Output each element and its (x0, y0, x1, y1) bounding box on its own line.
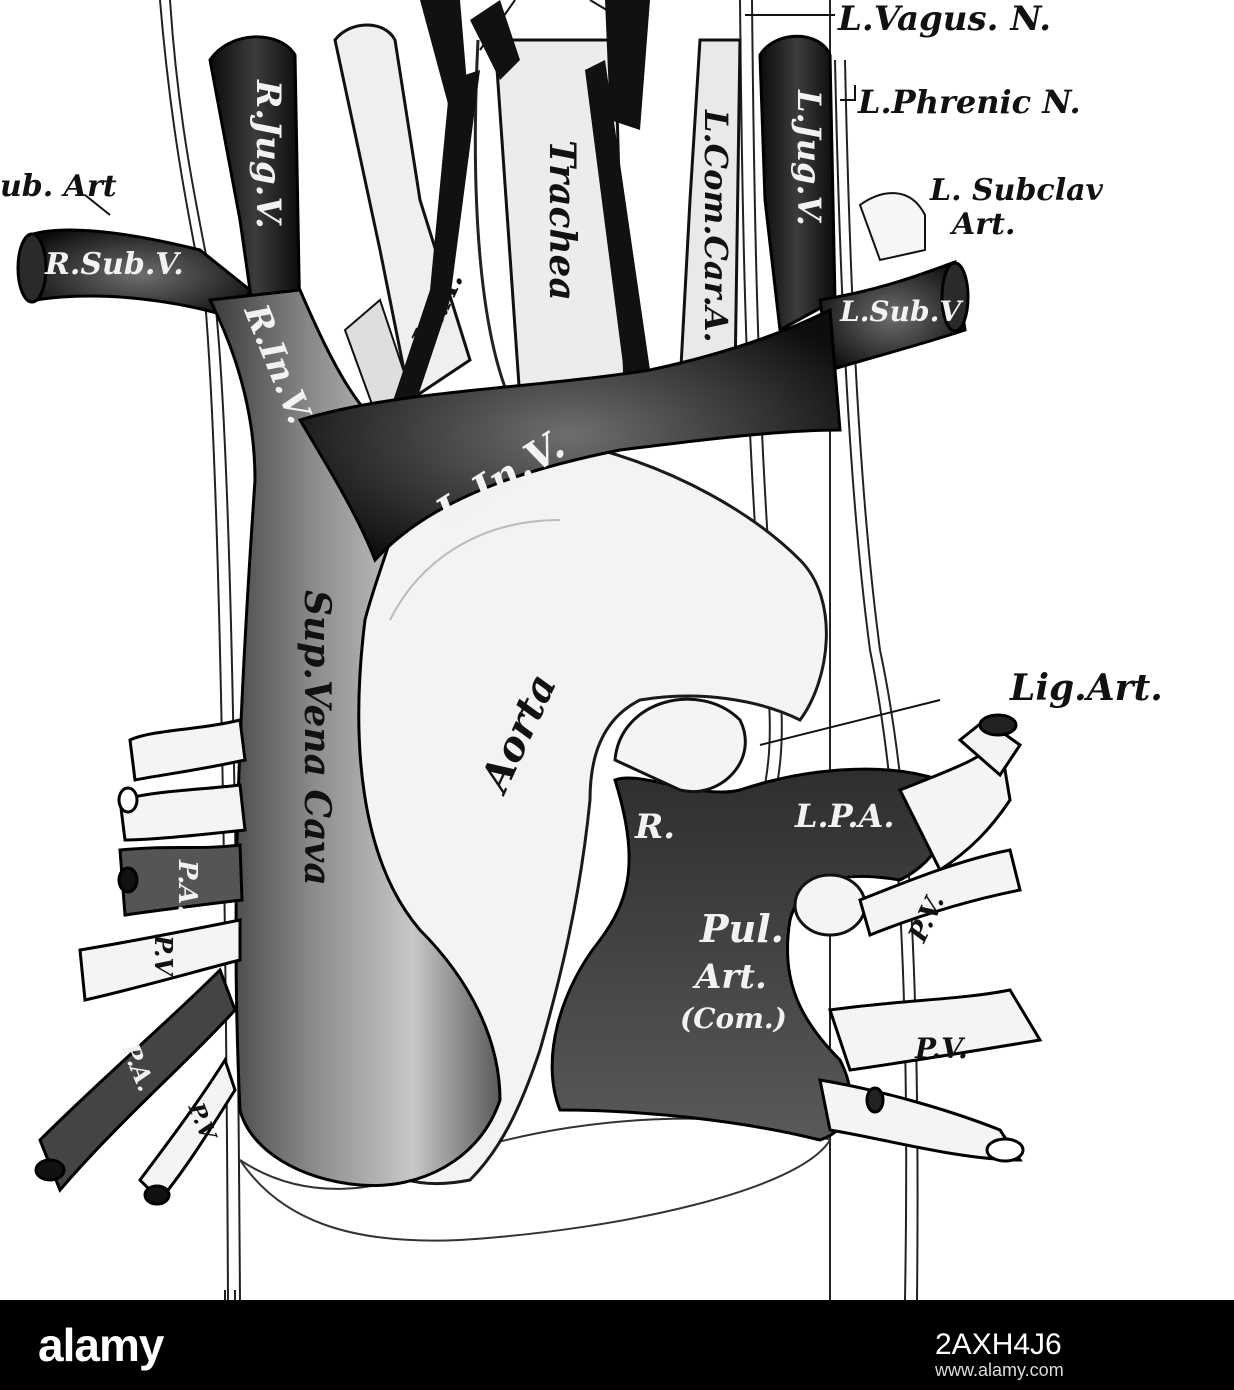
left-subclavian-vein (818, 259, 970, 372)
label-left-subclavian-artery-line-2: Art. (952, 207, 1016, 242)
label-pulmonary-vein-right-upper: P.V (149, 935, 178, 977)
label-ligamentum-arteriosum: Lig.Art. (1010, 667, 1163, 709)
label-superior-vena-cava: Sup.Vena Cava (296, 590, 338, 886)
label-trachea: Trachea (541, 140, 583, 301)
label-left-pulmonary-artery: L.P.A. (795, 797, 895, 835)
label-pulmonary-artery-common-2: Art. (695, 957, 767, 997)
diagram-drawing (16, 0, 1043, 1300)
right-pulmonary-vessels (34, 718, 247, 1206)
label-left-jugular-vein: L.Jug.V. (790, 90, 828, 226)
neck-vessels (390, 0, 650, 420)
watermark-image-id: 2AXH4J6 (935, 1328, 1062, 1361)
label-right-pulmonary-artery: R. (635, 807, 676, 847)
pulmonary-artery (550, 697, 950, 1142)
left-innominate-vein (297, 307, 842, 563)
label-left-common-carotid: L.Com.Car.A. (697, 110, 735, 343)
watermark-banner: alamy 2AXH4J6 www.alamy.com (0, 1300, 1234, 1390)
label-left-phrenic-nerve: L.Phrenic N. (858, 83, 1081, 121)
anatomical-diagram: L.Vagus. N. L.Phrenic N. ub. Art L. Subc… (0, 0, 1163, 1300)
label-pulmonary-artery-common-1: Pul. (700, 906, 784, 951)
label-left-subclavian-artery-line-1: L. Subclav (930, 173, 1103, 208)
label-left-subclavian-vein: L.Sub.V (840, 295, 962, 328)
left-subclavian-artery (858, 192, 926, 262)
watermark-logo: alamy (38, 1319, 164, 1371)
label-right-subclavian-vein: R.Sub.V. (45, 247, 184, 282)
left-pulmonary-vessels (818, 713, 1043, 1163)
label-pulmonary-artery-common-3: (Com.) (680, 1002, 787, 1035)
leader-lines (84, 0, 941, 746)
right-subclavian-vein (16, 228, 252, 322)
label-subclavian-artery: ub. Art (0, 169, 117, 204)
label-left-vagus-nerve: L.Vagus. N. (838, 0, 1052, 39)
label-pulmonary-vein-left-lower: P.V. (915, 1032, 968, 1065)
label-pulmonary-artery-right-upper: P.A. (172, 860, 202, 914)
label-right-jugular-vein: R.Jug.V. (248, 80, 288, 229)
watermark-url: www.alamy.com (935, 1360, 1064, 1380)
